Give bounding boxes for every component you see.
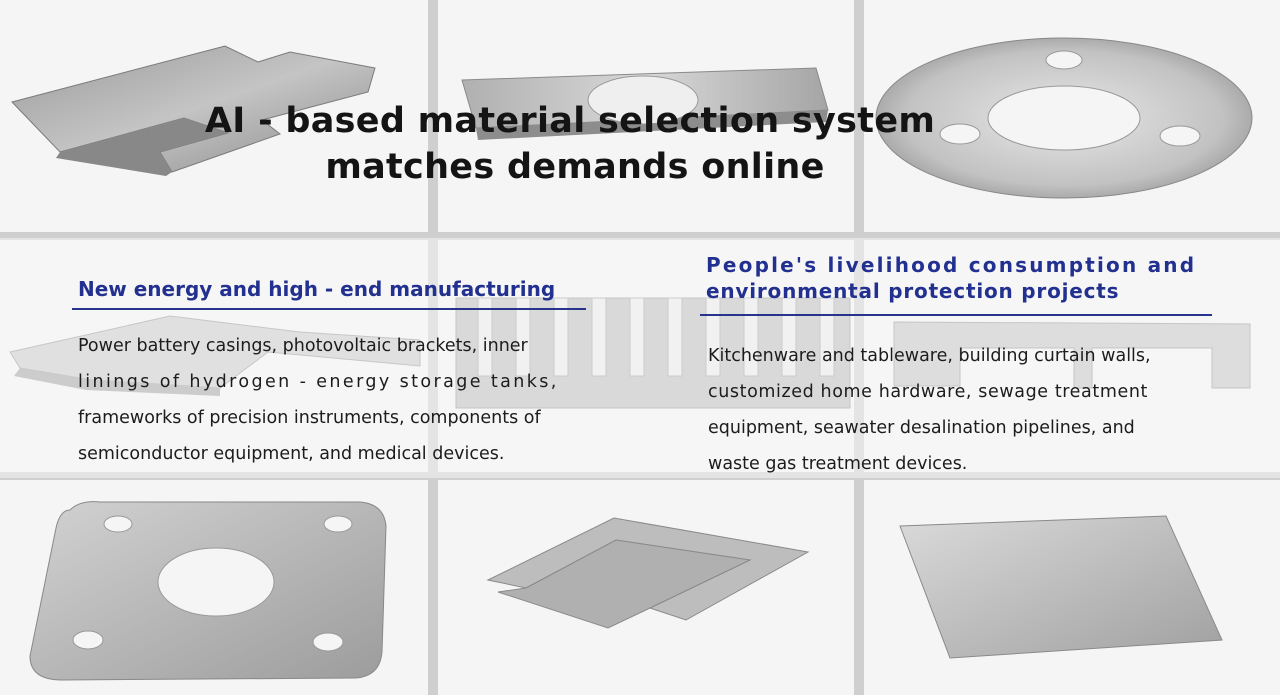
description-line: linings of hydrogen - energy storage tan… (78, 372, 559, 392)
tile-rectangular-plate (438, 0, 854, 232)
livelihood-column: People's livelihood consumption and envi… (700, 252, 1212, 482)
title-divider (700, 314, 1212, 316)
headline-line-1: AI - based material selection system (204, 101, 936, 141)
new-energy-title: New energy and high - end manufacturing (78, 277, 556, 301)
description-line: Power battery casings, photovoltaic brac… (78, 336, 528, 356)
rectangular-plate-image (461, 67, 829, 140)
new-energy-description: Power battery casings, photovoltaic brac… (72, 328, 586, 472)
bent-sheet-part-image (11, 45, 376, 176)
description-line: Kitchenware and tableware, building curt… (708, 346, 1151, 366)
livelihood-title-line-1: People's livelihood consumption and (706, 253, 1197, 277)
new-energy-column: New energy and high - end manufacturing … (72, 276, 586, 472)
tile-flat-square-sheet (864, 480, 1280, 695)
page-headline: AI - based material selection system mat… (150, 98, 1010, 190)
square-flange-gasket-image (29, 501, 387, 681)
livelihood-title-line-2: environmental protection projects (706, 279, 1120, 303)
description-line: waste gas treatment devices. (708, 454, 968, 474)
description-line: frameworks of precision instruments, com… (78, 408, 541, 428)
description-line: customized home hardware, sewage treatme… (708, 382, 1149, 402)
description-line: equipment, seawater desalination pipelin… (708, 418, 1135, 438)
tile-round-gasket (864, 0, 1280, 232)
description-line: semiconductor equipment, and medical dev… (78, 444, 505, 464)
round-gasket-image (875, 37, 1253, 199)
slotted-shim-image (486, 517, 810, 629)
livelihood-title: People's livelihood consumption and envi… (700, 252, 1212, 304)
tile-bent-sheet-part (0, 0, 428, 232)
tile-slotted-shim (438, 480, 854, 695)
headline-line-2: matches demands online (325, 147, 825, 187)
tile-square-flange (0, 480, 428, 695)
flat-square-sheet-image (899, 515, 1223, 659)
text-band-overlay (0, 238, 1280, 478)
title-divider (72, 308, 586, 310)
livelihood-description: Kitchenware and tableware, building curt… (700, 338, 1212, 482)
